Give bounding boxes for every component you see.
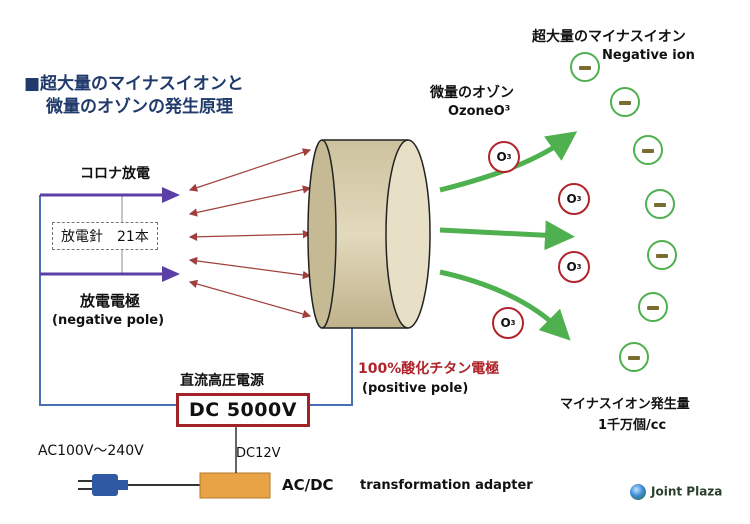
- ion-minus-icon: [633, 135, 663, 165]
- electrode-en-label: (negative pole): [52, 313, 165, 328]
- ion-minus-icon: [645, 189, 675, 219]
- logo: Joint Plaza: [630, 484, 722, 500]
- titanium-en-label: (positive pole): [362, 381, 469, 396]
- ozone-en-label: OzoneO³: [448, 104, 511, 119]
- generation-amount: 1千万個/cc: [598, 418, 667, 433]
- dc12-label: DC12V: [236, 446, 281, 461]
- ion-minus-icon: [647, 240, 677, 270]
- titanium-cylinder: [307, 139, 431, 329]
- logo-text: Joint Plaza: [651, 484, 723, 499]
- dc-voltage-box: DC 5000V: [176, 393, 310, 427]
- acdc-label: AC/DC: [282, 476, 334, 494]
- adapter-label: transformation adapter: [360, 478, 533, 493]
- electrode-label: 放電電極: [80, 292, 141, 310]
- pins-label: 放電針 21本: [52, 222, 158, 250]
- logo-icon: [630, 484, 646, 500]
- ion-minus-icon: [619, 342, 649, 372]
- acdc-adapter: [199, 419, 271, 499]
- plug-icon: [78, 474, 200, 496]
- corona-label: コロナ放電: [80, 166, 150, 182]
- power-label: 直流高圧電源: [180, 373, 264, 389]
- title-line-2: 微量のオゾンの発生原理: [46, 97, 233, 117]
- titanium-label: 100%酸化チタン電極: [358, 361, 500, 377]
- ion-minus-icon: [610, 87, 640, 117]
- electrode-arrows: [40, 187, 180, 282]
- ozone-label: 微量のオゾン: [430, 85, 514, 101]
- ac-input-label: AC100V～240V: [38, 443, 144, 459]
- field-arrows: [188, 148, 312, 319]
- negative-ion-en-label: Negative ion: [602, 48, 695, 63]
- generation-label: マイナスイオン発生量: [560, 397, 690, 412]
- negative-ion-label: 超大量のマイナスイオン: [532, 29, 686, 45]
- ion-minus-icon: [638, 292, 668, 322]
- title-line-1: ■超大量のマイナスイオンと: [24, 74, 244, 94]
- ion-minus-icon: [570, 52, 600, 82]
